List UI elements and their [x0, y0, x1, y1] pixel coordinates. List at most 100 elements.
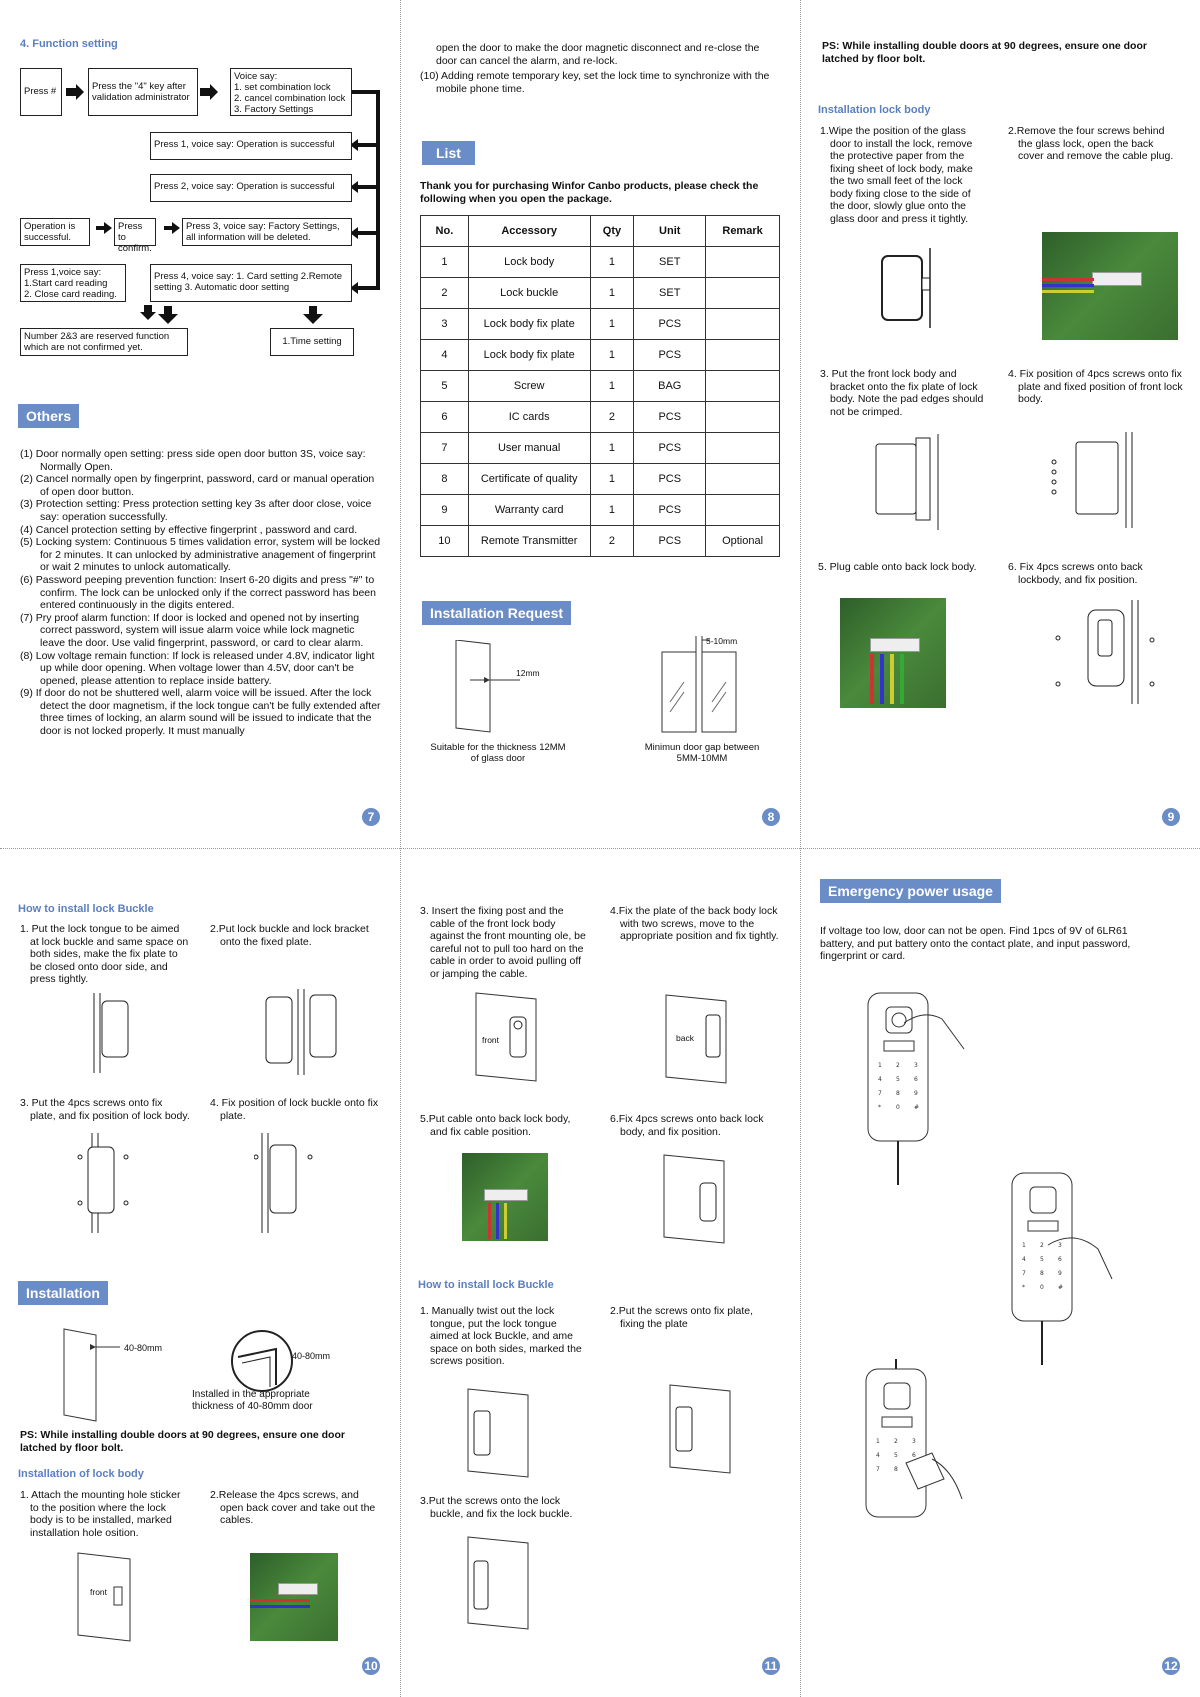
step-5: 5. Plug cable onto back lock body. [818, 561, 977, 573]
table-cell: PCS [633, 463, 707, 495]
back-label: back [676, 1033, 694, 1043]
back-lock-screws-icon [663, 1154, 725, 1244]
voice-line: 1. set combination lock [234, 82, 331, 93]
flow-arrows [66, 84, 380, 324]
front-lock-mount-icon [475, 992, 537, 1082]
install-lock-buckle-heading: How to install lock Buckle [18, 903, 154, 915]
table-cell: 1 [589, 246, 635, 278]
lock-buckle-fix-icon [254, 1133, 313, 1233]
table-header: Accessory [467, 215, 591, 247]
table-cell: 2 [420, 277, 469, 309]
caption-thickness: Suitable for the thickness 12MM of glass… [430, 742, 566, 764]
table-cell: Remote Transmitter [467, 525, 591, 557]
svg-text:#: # [914, 1104, 919, 1111]
table-cell: Optional [705, 525, 780, 557]
page-10: How to install lock Buckle 1. Put the lo… [0, 849, 400, 1697]
cable-position-photo [462, 1153, 548, 1241]
step-6: 6. Fix 4pcs screws onto back lockbody, a… [1008, 561, 1143, 586]
table-cell: 5 [420, 370, 469, 402]
table-cell [705, 432, 780, 464]
step-2: 2.Put lock buckle and lock bracket onto … [210, 923, 369, 948]
svg-text:5: 5 [1040, 1256, 1044, 1263]
buckle-screws-icon [467, 1536, 529, 1630]
table-cell [705, 463, 780, 495]
table-header: Remark [705, 215, 780, 247]
svg-text:8: 8 [894, 1466, 898, 1473]
ps-text: PS: While installing double doors at 90 … [822, 40, 1147, 65]
page-11: 3. Insert the fixing post and the cable … [400, 849, 800, 1697]
table-cell: 8 [420, 463, 469, 495]
back-plate-mount-icon [665, 994, 727, 1084]
table-cell: 6 [420, 401, 469, 433]
list-item: (1) Door normally open setting: press si… [20, 448, 366, 473]
dim-40-80mm-detail: 40-80mm [292, 1351, 331, 1361]
step-4: 4. Fix position of 4pcs screws onto fix … [1008, 368, 1183, 405]
svg-text:4: 4 [1022, 1256, 1026, 1263]
fix-plate-buckle-icon [669, 1384, 731, 1474]
svg-text:3: 3 [912, 1438, 916, 1445]
list-item: (3) Protection setting: Press protection… [20, 498, 372, 523]
page-number: 7 [362, 808, 380, 826]
table-cell: Screw [467, 370, 591, 402]
fix-plate-screws-icon [1051, 432, 1133, 528]
installation-title: Installation [18, 1281, 108, 1305]
voice-line: Voice say: [234, 71, 278, 82]
step-1: 1. Manually twist out the lock tongue, p… [420, 1305, 582, 1367]
svg-text:5: 5 [896, 1076, 900, 1083]
lock-buckle-icon [93, 993, 129, 1073]
table-cell: 1 [589, 277, 635, 309]
voice-line: 3. Factory Settings [234, 104, 314, 115]
step-2: 2.Put the screws onto fix plate, fixing … [610, 1305, 753, 1330]
svg-text:5: 5 [894, 1452, 898, 1459]
svg-text:6: 6 [1058, 1256, 1062, 1263]
table-cell: 1 [589, 370, 635, 402]
table-cell [705, 339, 780, 371]
table-cell: User manual [467, 432, 591, 464]
table-cell: 1 [589, 432, 635, 464]
front-lock-body-icon [875, 434, 939, 530]
step-3: 3.Put the screws onto the lock buckle, a… [420, 1495, 573, 1520]
back-cover-cables-photo [250, 1553, 338, 1641]
step-3: 3. Insert the fixing post and the cable … [420, 905, 586, 980]
page-number: 10 [362, 1657, 380, 1675]
others-title: Others [18, 404, 80, 428]
svg-text:0: 0 [1040, 1284, 1044, 1291]
installation-request-title: Installation Request [422, 601, 572, 625]
table-cell: BAG [633, 370, 707, 402]
table-cell: 1 [420, 246, 469, 278]
table-cell [705, 246, 780, 278]
installation-lock-body-heading: Installation lock body [818, 104, 931, 116]
press-4b-box: Press 4, voice say: 1. Card setting 2.Re… [150, 264, 352, 302]
step-5: 5.Put cable onto back lock body, and fix… [420, 1113, 571, 1138]
table-cell: 1 [589, 308, 635, 340]
press-hash-box: Press # [20, 68, 62, 116]
caption-thickness: Installed in the appropriate thickness o… [192, 1389, 313, 1412]
emergency-power-text: If voltage too low, door can not be open… [820, 925, 1131, 962]
card-line: Press 1,voice say: [24, 267, 102, 278]
table-cell: 9 [420, 494, 469, 526]
door-thickness-diagram [63, 1328, 120, 1422]
press-1-box: Press 1, voice say: Operation is success… [150, 132, 352, 160]
svg-text:1: 1 [1022, 1242, 1026, 1249]
table-cell: Certificate of quality [467, 463, 591, 495]
confirm-box: Press to confirm. [114, 218, 156, 254]
press-4-box: Press the "4" key after validation admin… [88, 68, 198, 116]
page-9: PS: While installing double doors at 90 … [800, 0, 1200, 848]
install-lock-buckle-heading: How to install lock Buckle [418, 1279, 554, 1291]
press-2-box: Press 2, voice say: Operation is success… [150, 174, 352, 202]
card-line: 2. Close card reading. [24, 289, 117, 300]
others-list: (1) Door normally open setting: press si… [20, 448, 382, 738]
dim-12mm: 12mm [516, 668, 540, 678]
page-number: 9 [1162, 808, 1180, 826]
table-header-row: No. Accessory Qty Unit Remark [420, 215, 780, 247]
continued-text: open the door to make the door magnetic … [436, 42, 760, 67]
svg-text:7: 7 [878, 1090, 882, 1097]
page-number: 11 [762, 1657, 780, 1675]
lock-buckle-bracket-icon [265, 989, 337, 1075]
card-line: 1.Start card reading [24, 278, 108, 289]
table-cell: 7 [420, 432, 469, 464]
